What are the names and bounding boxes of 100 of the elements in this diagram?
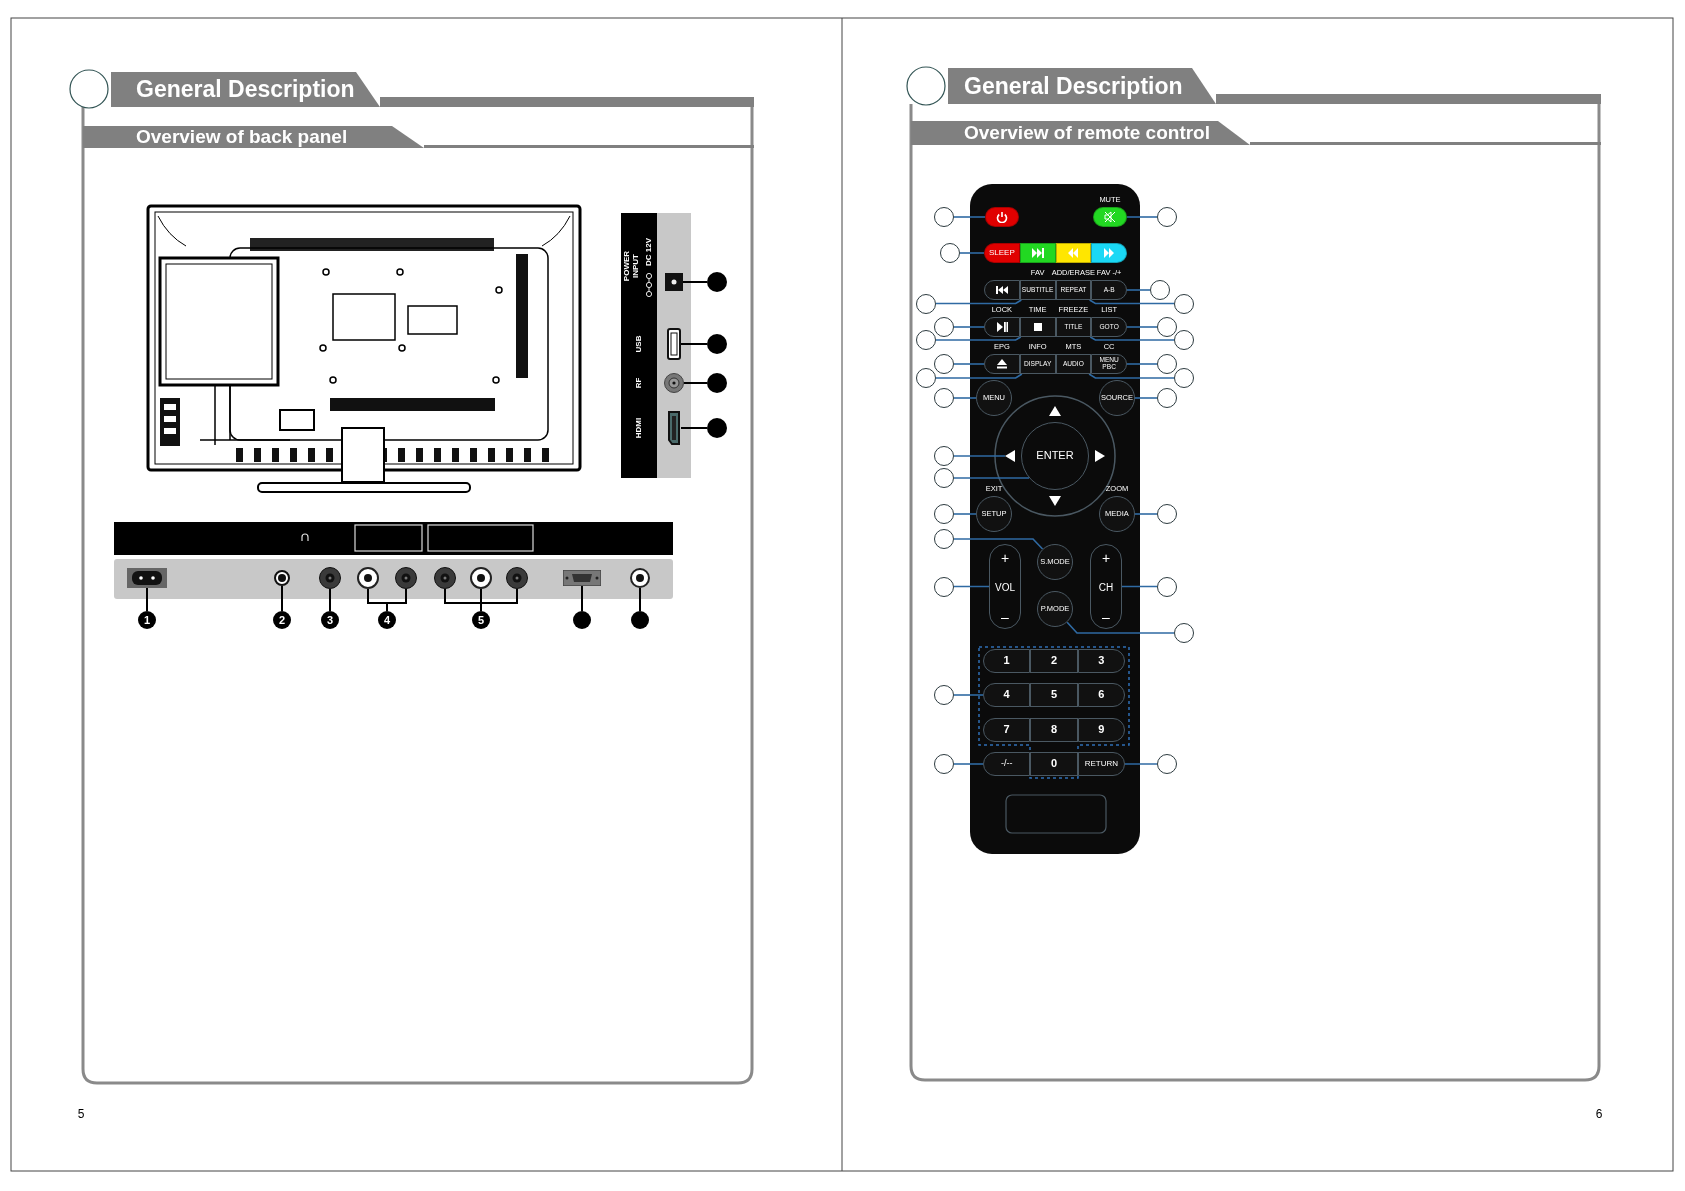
- callout-marker: [707, 272, 727, 292]
- leader-line: [581, 585, 583, 612]
- callout-marker: [573, 611, 591, 629]
- power-button: [985, 207, 1019, 227]
- leader-line: [953, 477, 1030, 479]
- leader-line: [1126, 363, 1158, 365]
- remote-button: [984, 280, 1020, 300]
- callout-number: 5: [472, 611, 490, 629]
- port-label: DC 12V: [644, 238, 654, 266]
- leader-line: [281, 585, 283, 612]
- leader-line: [953, 585, 990, 588]
- remote-button: RETURN: [1077, 752, 1125, 776]
- dc-power-jack: [665, 273, 683, 291]
- callout-circle: [1174, 368, 1194, 388]
- leader-line: [329, 588, 331, 612]
- port-label: POWER INPUT: [621, 249, 641, 284]
- leader-line: [1089, 336, 1175, 341]
- leader-line: [953, 513, 977, 515]
- callout-circle: [934, 576, 954, 597]
- hdmi-port: [667, 411, 681, 445]
- callout-circle: [934, 388, 954, 408]
- color-button: [1055, 243, 1092, 263]
- callout-number: 2: [273, 611, 291, 629]
- remote-button: -/--: [983, 752, 1031, 776]
- arrow-button: [1005, 450, 1015, 462]
- callout-circle: [940, 243, 960, 263]
- number-button: 0: [1030, 752, 1078, 776]
- callout-circle: [916, 368, 936, 388]
- headphone-jack: [274, 570, 290, 586]
- page-number: 6: [1595, 1107, 1603, 1121]
- remote-button: [1019, 317, 1056, 337]
- callout-marker: [707, 418, 727, 438]
- callout-circle: [1150, 280, 1170, 300]
- number-button: 7: [983, 718, 1031, 742]
- callout-marker: [631, 611, 649, 629]
- color-button: SLEEP: [984, 243, 1020, 263]
- leader-line: [953, 326, 985, 328]
- av-jack: [434, 567, 456, 589]
- callout-circle: [934, 685, 954, 705]
- volume-rocker: + VOL –: [989, 544, 1021, 629]
- port-label: USB: [634, 335, 644, 353]
- leader-line: [959, 252, 985, 254]
- callout-circle: [1157, 504, 1177, 524]
- leader-line: [935, 373, 1023, 379]
- callout-circle: [1157, 388, 1177, 408]
- callout-circle: [1174, 623, 1194, 643]
- leader-line: [953, 538, 1044, 550]
- leader-line: [1134, 397, 1158, 399]
- callout-marker: [707, 373, 727, 393]
- leader-line: [680, 343, 708, 345]
- callout-circle: [1157, 354, 1177, 374]
- number-button: 8: [1030, 718, 1078, 742]
- callout-circle: [916, 293, 936, 314]
- leader-line: [680, 427, 708, 429]
- number-button: 6: [1077, 683, 1125, 707]
- callout-circle: [934, 354, 954, 374]
- port-label: RF: [634, 377, 644, 389]
- av-jack: [395, 567, 417, 589]
- callout-circle: [934, 529, 954, 549]
- leader-line: [953, 363, 985, 365]
- callout-marker: [707, 334, 727, 354]
- callout-circle: [1157, 576, 1177, 597]
- port-label: HDMI: [634, 417, 644, 439]
- leader-line: [1126, 216, 1158, 218]
- leader-line: [1124, 763, 1158, 765]
- leader-line: [1134, 513, 1158, 515]
- leader-line: [1088, 373, 1175, 379]
- leader-line: [683, 382, 708, 384]
- number-button: 1: [983, 649, 1031, 673]
- usb-port: [667, 328, 681, 360]
- callout-circle: [934, 468, 954, 488]
- number-button: 5: [1030, 683, 1078, 707]
- color-button: [1019, 243, 1056, 263]
- callout-circle: [1174, 293, 1194, 314]
- leader-line: [1066, 621, 1175, 634]
- callout-circle: [1157, 317, 1177, 337]
- leader-line: [1088, 299, 1175, 305]
- section-subheader: Overview of back panel: [83, 126, 424, 148]
- section-header: General Description: [948, 68, 1216, 104]
- leader-line: [953, 694, 984, 696]
- leader-line: [953, 216, 986, 218]
- callout-circle: [1157, 754, 1177, 774]
- arrow-button: [1049, 406, 1061, 416]
- leader-line: [639, 587, 641, 612]
- callout-circle: [934, 754, 954, 774]
- number-button: 9: [1077, 718, 1125, 742]
- vga-port: [563, 570, 601, 586]
- leader-line: [953, 397, 977, 399]
- av-jack: [319, 567, 341, 589]
- color-button: [1091, 243, 1127, 263]
- callout-number: 4: [378, 611, 396, 629]
- arrow-button: [1049, 496, 1061, 506]
- remote-button: [984, 317, 1020, 337]
- section-subheader: Overview of remote control: [911, 121, 1250, 145]
- number-button: 2: [1030, 649, 1078, 673]
- remote-button: [984, 354, 1020, 374]
- leader-line: [935, 299, 1023, 305]
- leader-line: [1126, 326, 1158, 328]
- leader-line: [1121, 585, 1158, 588]
- callout-circle: [1174, 330, 1194, 350]
